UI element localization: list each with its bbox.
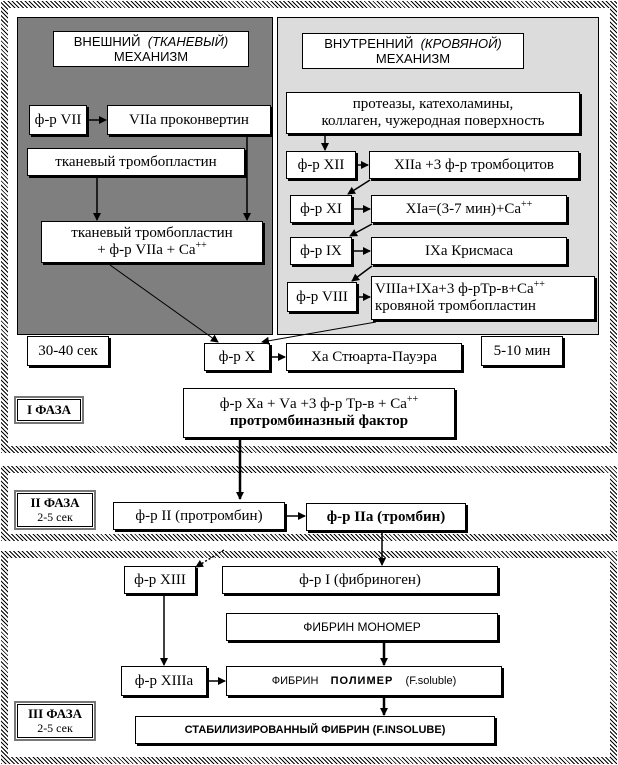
internal-mechanism-title: ВНУТРЕННИЙ (КРОВЯНОЙ) МЕХАНИЗМ [302,33,524,69]
factor-11-box: ф-р XI [290,195,352,223]
factor-10a-box: Ха Стюарта-Пауэра [286,343,462,371]
external-title-c: МЕХАНИЗМ [113,49,189,64]
external-time-box: 30-40 сек [27,336,109,366]
factor-8-box: ф-р VIII [287,282,357,312]
factor-9a-box: IXа Крисмаса [371,237,567,265]
factor-7a-box: VIIа проконвертин [107,105,271,135]
factor-12-box: ф-р XII [286,151,356,179]
arrow-thrombin-to-f13 [195,549,225,568]
arrow-f11a-to-f9 [349,223,373,237]
arrow-complex-to-f10 [109,264,219,343]
triggers-box: протеазы, катехоламины, коллаген, чужеро… [286,92,580,134]
tissue-complex-box: тканевый тромбопластин + ф-р VIIа + Са++ [41,221,263,263]
tissue-thromboplastin-box: тканевый тромбопластин [27,148,245,176]
arrow-f9a-to-f8 [351,265,373,282]
factor-10-box: ф-р X [204,343,270,371]
internal-title-c: МЕХАНИЗМ [375,51,451,66]
prothrombinase-box: ф-р Ха + Vа +3 ф-р Тр-в + Са++ протромби… [183,388,455,438]
factor-12a-box: XIIа +3 ф-р тромбоцитов [369,151,579,179]
external-title-b: (ТКАНЕВЫЙ) [147,34,229,49]
factor-13-box: ф-р XIII [124,566,196,594]
factor-9-box: ф-р IX [290,237,352,265]
internal-title-b: (КРОВЯНОЙ) [420,36,502,51]
arrow-f12a-to-f11 [347,179,371,195]
phase2-label: II ФАЗА 2-5 сек [14,490,96,530]
factor-7-box: ф-р VII [29,105,87,135]
external-title-a: ВНЕШНИЙ [73,34,141,49]
factor-13a-box: ф-р XIIIа [121,666,207,696]
fibrin-monomer-box: ФИБРИН МОНОМЕР [226,613,498,641]
stabilized-fibrin-box: СТАБИЛИЗИРОВАННЫЙ ФИБРИН (F.INSOLUBE) [135,716,495,744]
internal-title-a: ВНУТРЕННИЙ [324,36,414,51]
internal-time-box: 5-10 мин [481,336,563,366]
fibrinogen-box: ф-р I (фибриноген) [222,566,498,594]
fibrin-polymer-box: ФИБРИН ПОЛИМЕР (F.soluble) [226,666,502,696]
external-mechanism-panel [17,17,273,335]
polymer-b: ПОЛИМЕР [330,674,394,687]
phase3-label: III ФАЗА 2-5 сек [14,701,96,741]
phase1-label: I ФАЗА [14,396,84,424]
prothrombin-box: ф-р II (протромбин) [113,502,285,530]
polymer-a: ФИБРИН [271,674,319,687]
factor-11a-box: XIа=(3-7 мин)+Са++ [371,195,567,223]
blood-thromboplastin-box: VIIIа+IXа+3 ф-рТр-в+Са++ кровяной тромбо… [371,276,595,320]
external-mechanism-title: ВНЕШНИЙ (ТКАНЕВЫЙ) МЕХАНИЗМ [53,31,249,67]
polymer-c: (F.soluble) [405,674,457,687]
arrow-f8a-to-f10 [261,321,377,345]
thrombin-box: ф-р IIа (тромбин) [306,503,466,531]
